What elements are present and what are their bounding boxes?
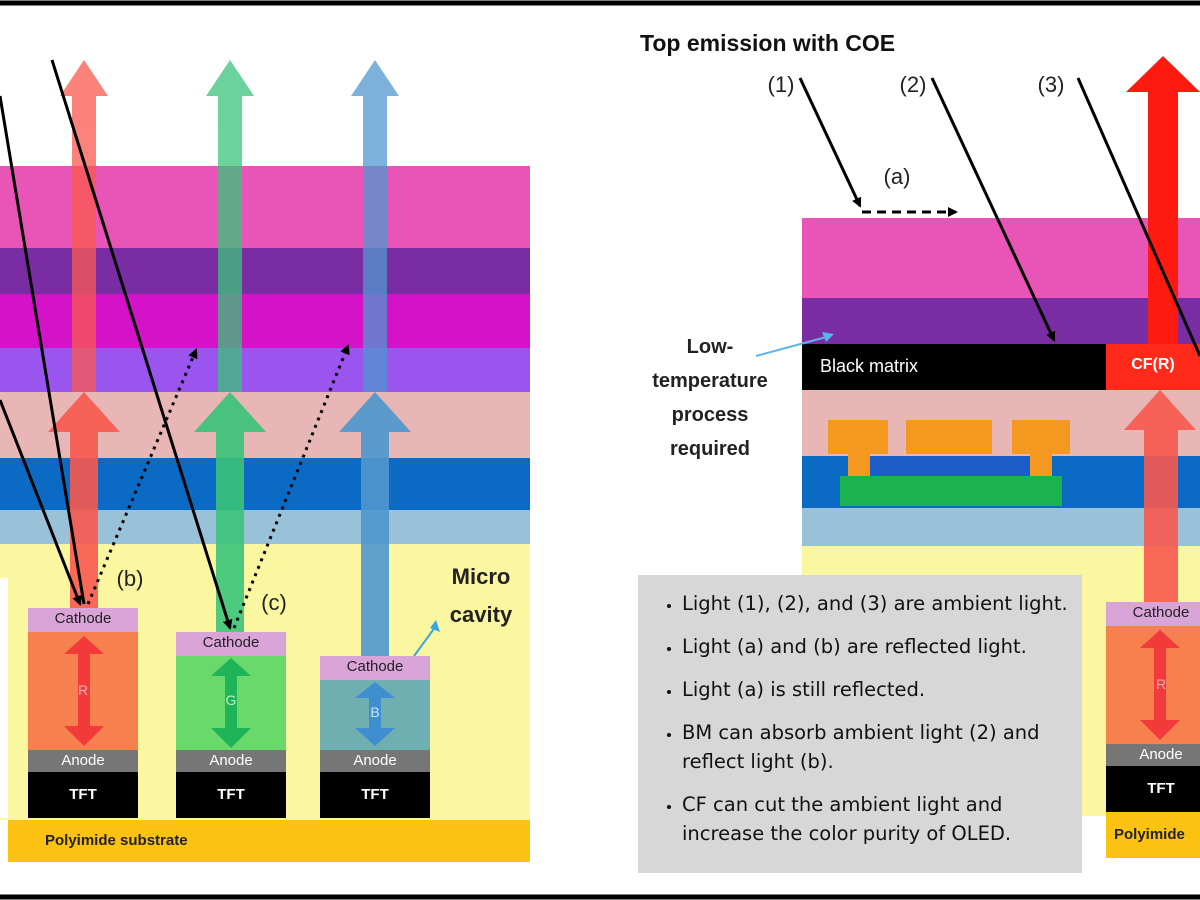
color-filter-label: CF(R): [1131, 356, 1175, 373]
red-double-arrow: [64, 636, 104, 746]
right-layer-light-blue: [802, 508, 1200, 546]
pixel-b-tft-label: TFT: [361, 786, 389, 803]
right-substrate-bar: [1106, 812, 1200, 858]
ambient-ray-2: [0, 399, 82, 606]
label-b: (b): [116, 566, 144, 591]
tft-electrode-mid: [906, 420, 992, 454]
pixel-g-anode: [176, 750, 286, 772]
right-pixel-cathode-label: Cathode: [1132, 604, 1190, 621]
low-temp-note-3: process: [671, 404, 749, 426]
note-item: BM can absorb ambient light (2) and refl…: [682, 718, 1068, 776]
low-temp-note-2: temperature: [652, 370, 768, 392]
right-pixel-anode-label: Anode: [1139, 746, 1183, 763]
pixel-b-emitter-label: B: [370, 704, 380, 720]
red-emission-arrow-bottom: [48, 392, 120, 608]
tft-electrode-left: [828, 420, 888, 454]
right-title: Top emission with COE: [640, 30, 896, 56]
blue-emission-arrow-bottom: [339, 392, 411, 656]
color-filter-red: [1106, 344, 1200, 390]
pixel-g-cathode: [176, 632, 286, 656]
micro-cavity-pointer-head: [430, 620, 440, 632]
pixel-r-tft-label: TFT: [69, 786, 97, 803]
micro-cavity-label-2: cavity: [449, 602, 513, 627]
tft-electrode-right-leg: [1030, 454, 1052, 476]
tft-electrode-right: [1012, 420, 1070, 454]
right-pixel-emitter-label: R: [1155, 676, 1167, 692]
blue-emission-arrow-top: [351, 60, 399, 392]
ambient-ray-r3: [1076, 77, 1200, 357]
tft-electrode-left-leg: [848, 454, 870, 476]
ambient-ray-r2: [930, 77, 1056, 342]
low-temp-note-1: Low-: [686, 336, 734, 358]
pixel-r-tft: [28, 772, 138, 818]
tft-channel-blue: [870, 456, 1030, 476]
right-layer-pink: [802, 218, 1200, 298]
substrate-label: Polyimide substrate: [45, 832, 188, 849]
right-pixel-tft: [1106, 766, 1200, 812]
pixel-b-anode-label: Anode: [353, 752, 397, 769]
pixel-g-tft-label: TFT: [217, 786, 245, 803]
right-red-double-arrow: [1140, 630, 1180, 740]
pixel-g-emitter-label: G: [225, 692, 237, 708]
ray-number-1: (1): [767, 72, 795, 97]
right-red-arrow-bottom: [1124, 390, 1196, 602]
pixel-g-anode-label: Anode: [209, 752, 253, 769]
right-pixel-cathode: [1106, 602, 1200, 626]
low-temp-pointer-head: [822, 332, 834, 342]
micro-cavity-label-1: Micro: [451, 564, 511, 589]
note-item: Light (a) and (b) are reflected light.: [682, 632, 1068, 661]
right-substrate-label: Polyimide: [1114, 826, 1185, 843]
pixel-r-cathode: [28, 608, 138, 632]
reflected-ray-b: [86, 348, 198, 605]
note-item: Light (a) is still reflected.: [682, 675, 1068, 704]
pixel-g-cathode-label: Cathode: [202, 634, 260, 651]
pixel-b-tft: [320, 772, 430, 818]
notes-list: Light (1), (2), and (3) are ambient ligh…: [652, 589, 1068, 848]
pixel-b-cathode-label: Cathode: [346, 658, 404, 675]
pixel-r-emitter-label: R: [77, 682, 89, 698]
right-pixel-tft-label: TFT: [1147, 780, 1175, 797]
ray-number-3: (3): [1037, 72, 1065, 97]
black-matrix: [802, 344, 1106, 390]
green-double-arrow: [211, 658, 251, 748]
note-item: Light (1), (2), and (3) are ambient ligh…: [682, 589, 1068, 618]
green-emission-arrow-bottom: [194, 392, 266, 632]
low-temp-note-4: required: [669, 438, 751, 460]
label-c: (c): [261, 590, 287, 615]
pixel-b-anode: [320, 750, 430, 772]
green-emission-arrow-top: [206, 60, 254, 392]
right-layer-purple: [802, 298, 1200, 344]
notes-box: Light (1), (2), and (3) are ambient ligh…: [638, 575, 1082, 873]
blue-double-arrow: [355, 682, 395, 746]
right-red-arrow-top: [1126, 56, 1200, 344]
ambient-ray-r1: [798, 77, 862, 208]
black-matrix-label: Black matrix: [820, 356, 919, 376]
low-temp-pointer: [755, 335, 831, 357]
ambient-ray-1: [0, 95, 86, 605]
substrate-bar: [8, 820, 530, 862]
reflected-ray-c: [232, 344, 350, 629]
pixel-r-cathode-label: Cathode: [54, 610, 112, 627]
pixel-r-anode-label: Anode: [61, 752, 105, 769]
red-emission-arrow-top: [60, 60, 108, 392]
tft-gate-green: [840, 476, 1062, 506]
pixel-g-tft: [176, 772, 286, 818]
left-edge-white-box: [0, 578, 8, 818]
micro-cavity-pointer: [413, 625, 437, 657]
note-item: CF can cut the ambient light and increas…: [682, 790, 1068, 848]
pixel-b-cathode: [320, 656, 430, 680]
pixel-r-anode: [28, 750, 138, 772]
ray-number-2: (2): [899, 72, 927, 97]
label-a: (a): [883, 164, 911, 189]
ambient-ray-3: [50, 59, 233, 630]
right-pixel-anode: [1106, 744, 1200, 766]
